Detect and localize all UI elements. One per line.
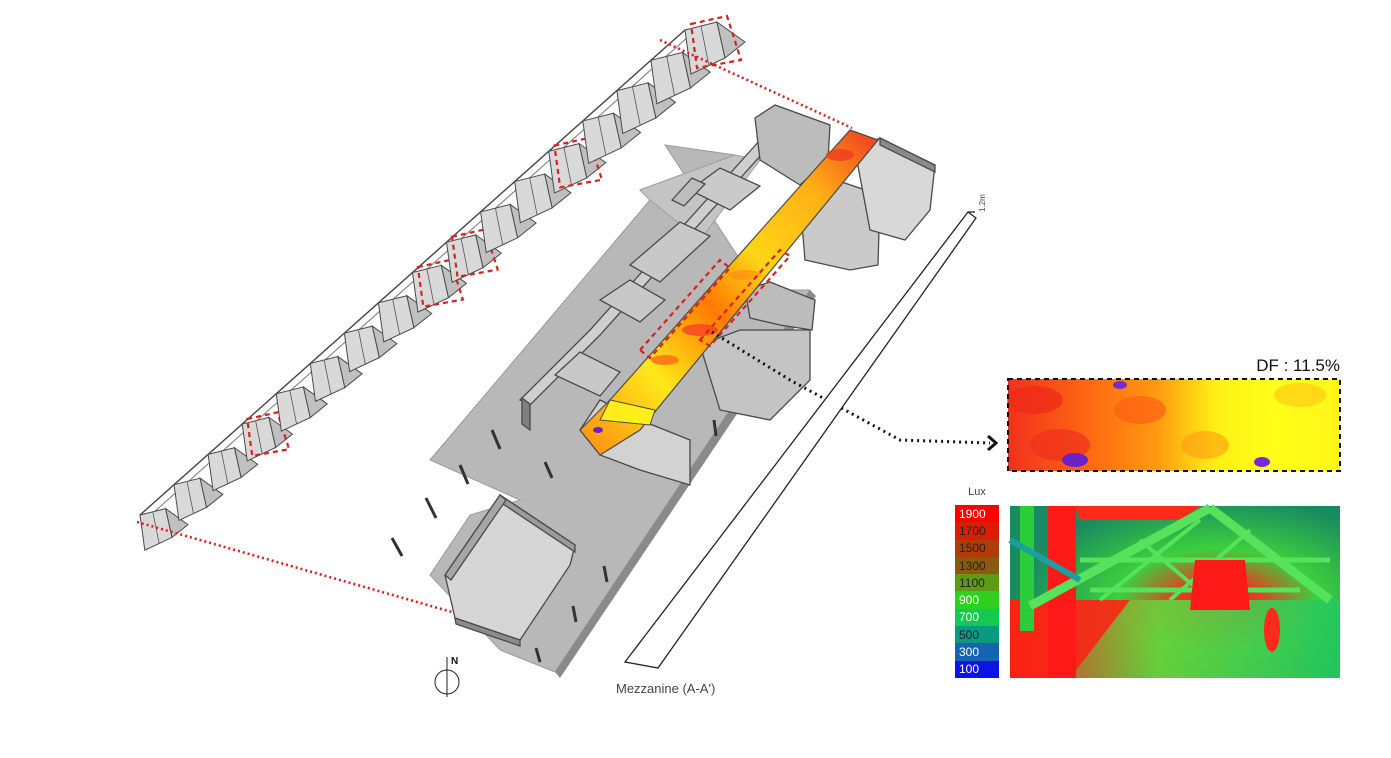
legend-item-1300: 1300 xyxy=(955,556,999,575)
lux-legend-title: Lux xyxy=(968,486,986,498)
truss-highlight-outline xyxy=(689,14,743,70)
legend-item-1500: 1500 xyxy=(955,539,999,557)
corridor-daylight-map xyxy=(579,129,880,456)
truss-facet xyxy=(164,507,189,539)
legend-item-300: 300 xyxy=(955,643,999,661)
mezzanine-section-label: Mezzanine (A-A') xyxy=(616,681,716,696)
truss-facet xyxy=(716,20,746,59)
north-arrow-icon xyxy=(434,657,460,697)
truss-facet xyxy=(199,477,224,509)
legend-item-500: 500 xyxy=(955,626,999,644)
scale-height-label: 1.2m xyxy=(978,194,987,212)
roof-truss xyxy=(139,14,746,551)
callout-leader xyxy=(711,330,999,452)
truss-highlight-outline xyxy=(450,228,500,279)
legend-item-900: 900 xyxy=(955,591,999,609)
projection-lines xyxy=(136,38,853,614)
legend-item-700: 700 xyxy=(955,608,999,627)
truss-highlight-outline xyxy=(245,411,291,458)
legend-item-1900: 1900 xyxy=(955,505,999,523)
truss-highlight-outline xyxy=(416,258,465,308)
df-inset-panel xyxy=(1007,378,1341,472)
daylight-factor-label: DF : 11.5% xyxy=(1256,356,1340,375)
interior-lux-render xyxy=(1008,504,1340,678)
section-scale-bar xyxy=(623,211,977,669)
legend-item-1100: 1100 xyxy=(955,574,999,592)
truss-highlight-outline xyxy=(553,136,604,189)
legend-item-1700: 1700 xyxy=(955,522,999,540)
skylight-outline xyxy=(638,248,792,360)
north-label: N xyxy=(451,656,459,667)
legend-item-100: 100 xyxy=(955,660,999,678)
